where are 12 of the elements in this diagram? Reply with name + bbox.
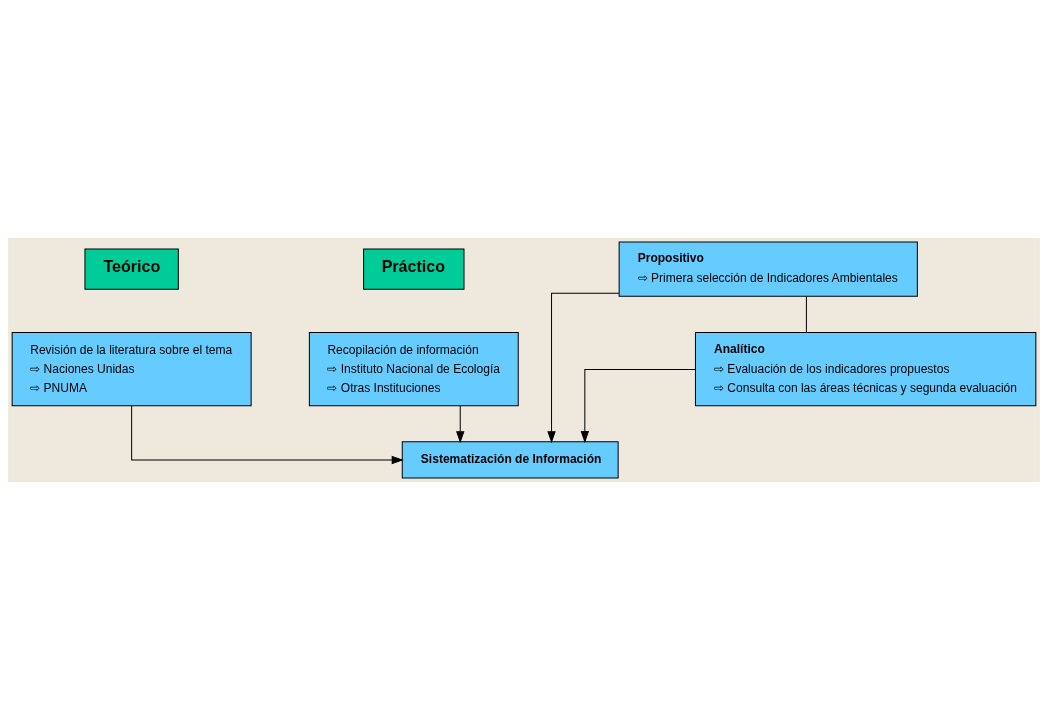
node-box: Teórico [84, 248, 179, 290]
node-box: Recopilación de información ⇨ Instituto Nacional de Ecología ⇨ Otras Instituciones [308, 331, 519, 406]
arrow [580, 368, 696, 442]
node-box: Propositivo ⇨ Primera selección de Indicadores Ambientales [618, 241, 918, 297]
node-box: Analítico ⇨ Evaluación de los indicadores propuestos ⇨ Consulta con las áreas técnicas y segunda evaluación [694, 331, 1037, 406]
arrow [547, 292, 620, 442]
node-box: Práctico [363, 248, 465, 290]
node-box: Revisión de la literatura sobre el tema ⇨ Naciones Unidas ⇨ PNUMA [11, 331, 252, 406]
arrow [456, 404, 465, 442]
node-box: Sistematización de Información [401, 440, 619, 478]
arrow [131, 404, 403, 464]
connector [805, 295, 807, 333]
